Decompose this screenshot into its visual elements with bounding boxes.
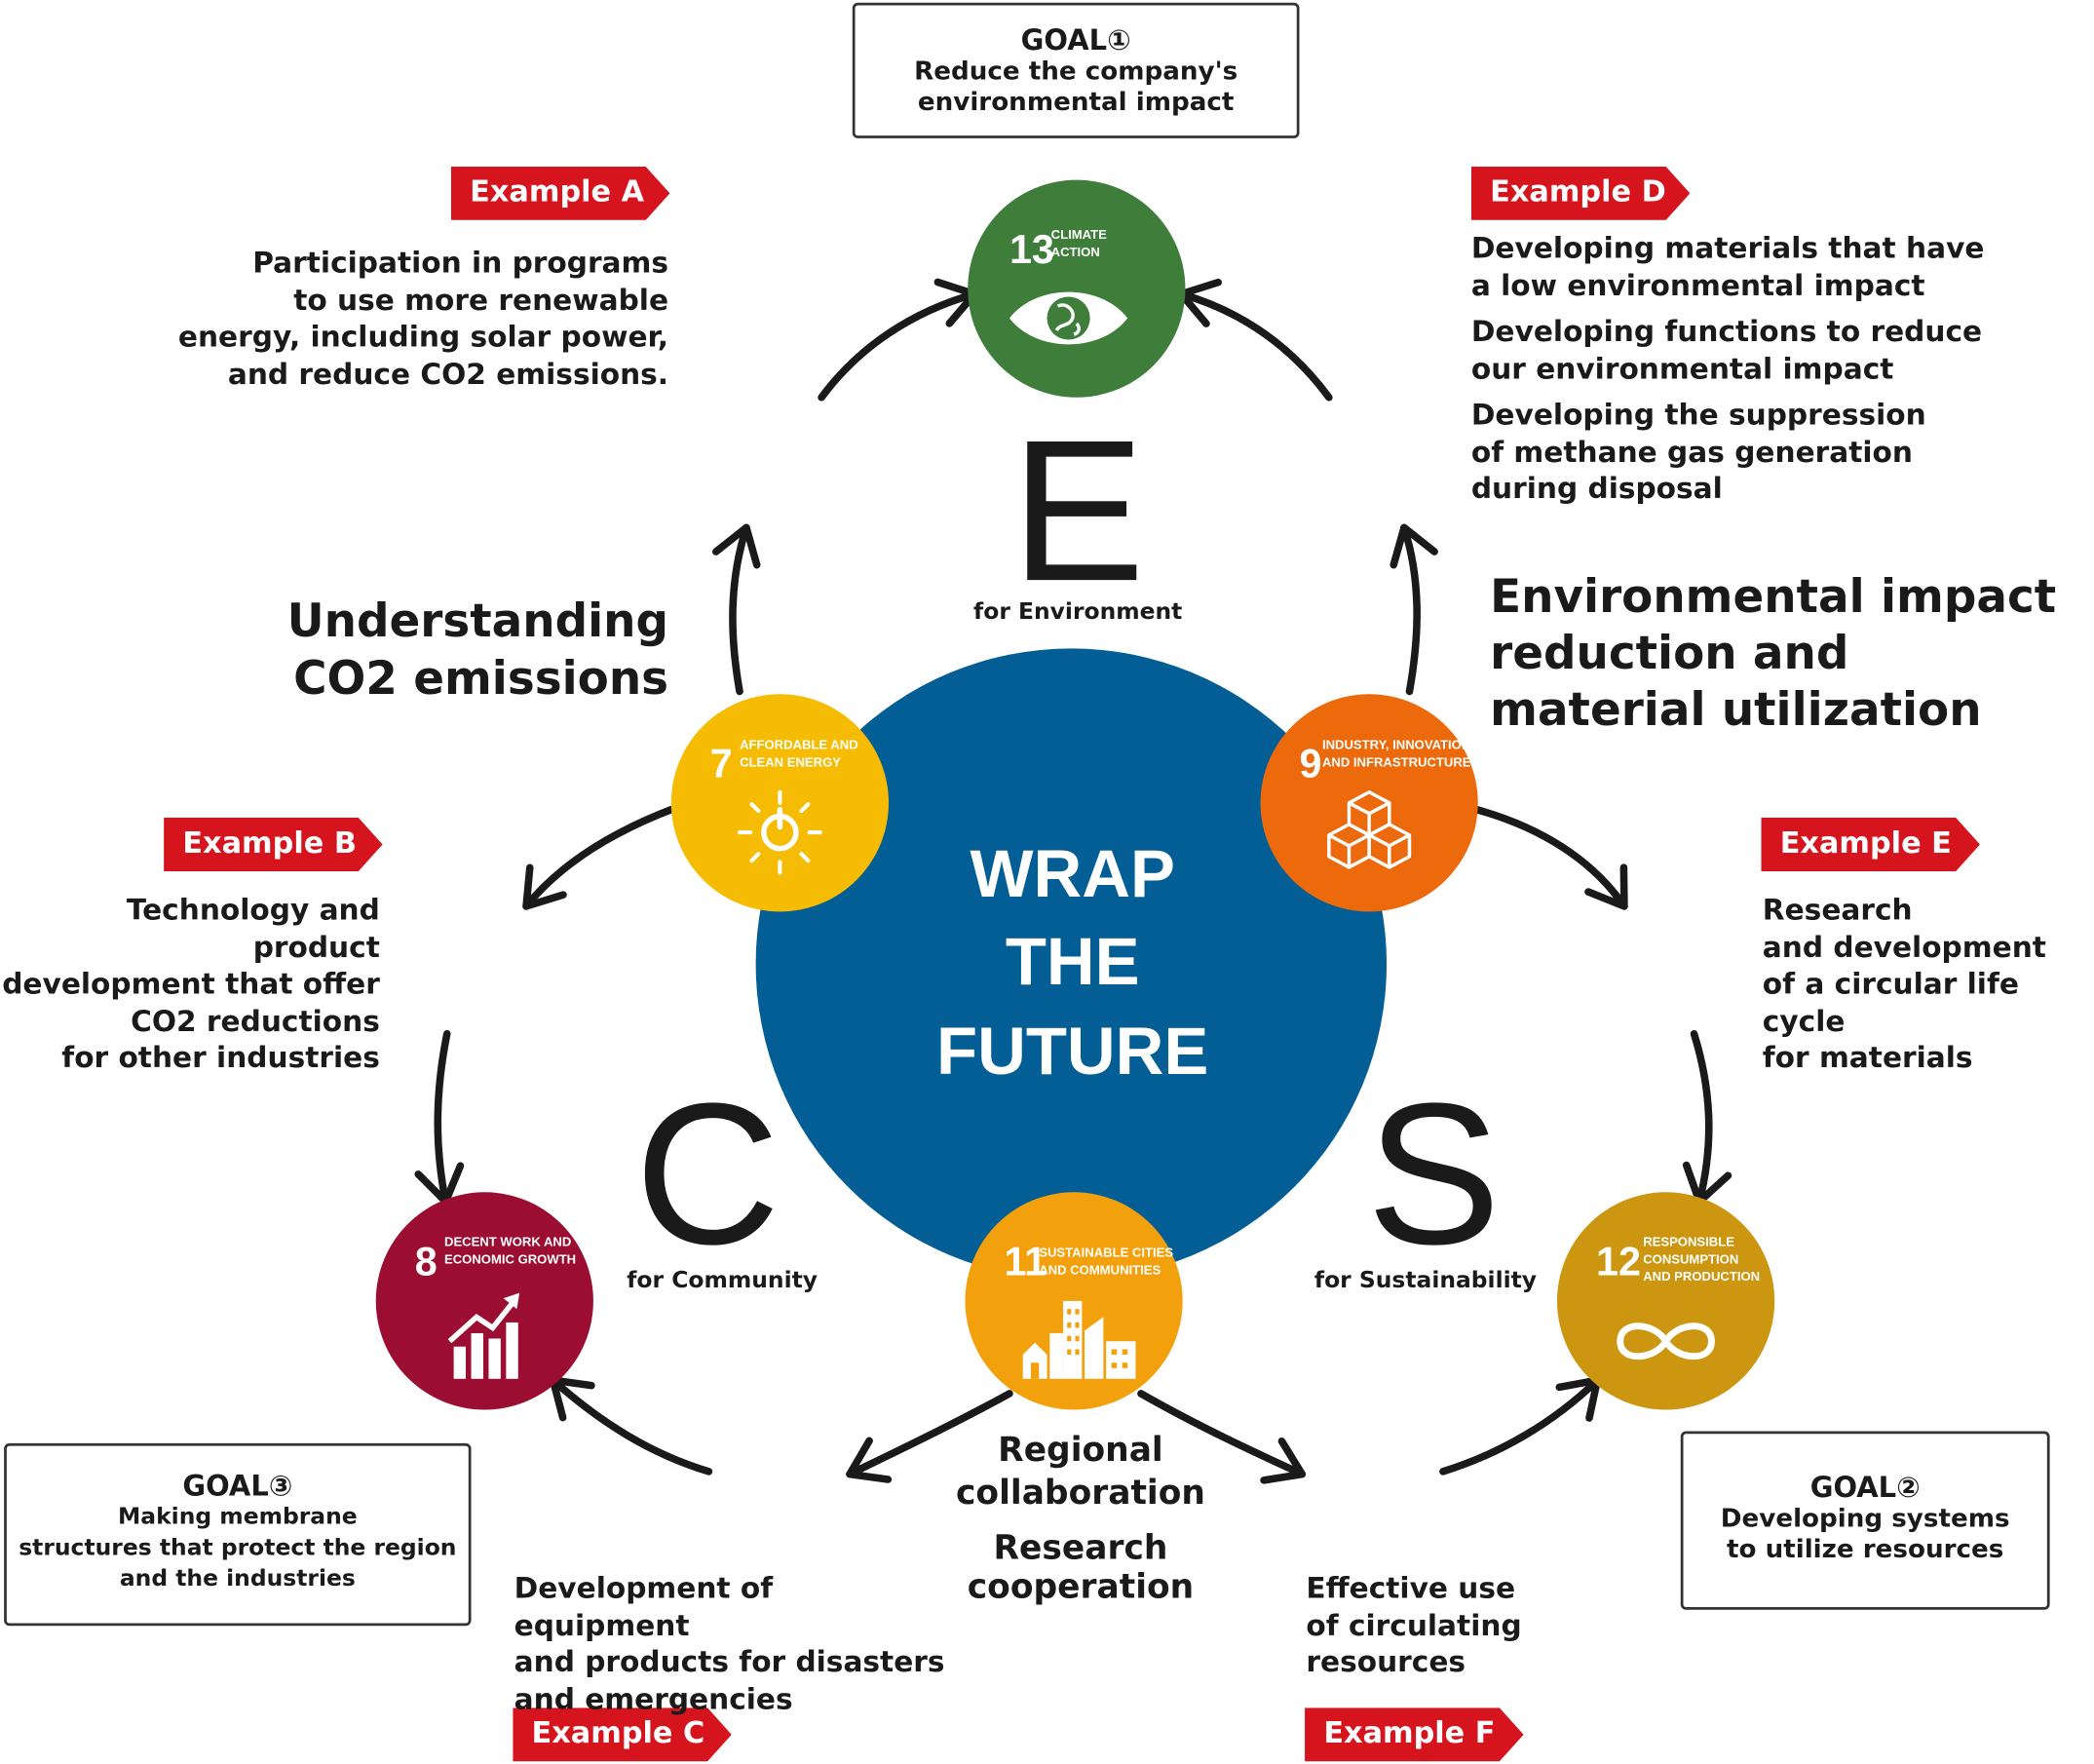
arrow-to-effective (1137, 1390, 1307, 1484)
example-c-text: Development of equipment and products fo… (514, 1572, 945, 1717)
sdg-12-label-3: AND PRODUCTION (1643, 1269, 1760, 1284)
heading-research-cooperation: Research cooperation (967, 1527, 1195, 1606)
eye-globe-icon (1009, 291, 1128, 345)
arrow-to-regional (846, 1390, 1013, 1483)
goal-2-box: GOAL② Developing systems to utilize reso… (1680, 1431, 2050, 1610)
goal-1-text: Reduce the company's environmental impac… (914, 56, 1238, 117)
letter-s-caption: for Sustainability (1314, 1266, 1537, 1293)
sdg-12-badge: 12 RESPONSIBLE CONSUMPTION AND PRODUCTIO… (1557, 1192, 1775, 1410)
sdg-8-label-1: DECENT WORK AND (444, 1234, 571, 1248)
arrow-to-sdg13-left (818, 278, 978, 402)
arrow-up-right (1390, 523, 1438, 696)
sdg-7-label-2: CLEAN ENERGY (740, 755, 841, 770)
letter-s: S (1366, 1061, 1501, 1286)
sdg-11-badge: 11 SUSTAINABLE CITIES AND COMMUNITIES (965, 1192, 1183, 1410)
heading-understanding-co2: Understanding CO2 emissions (286, 594, 669, 707)
sdg-7-badge: 7 AFFORDABLE AND CLEAN ENERGY (670, 694, 889, 912)
example-a-text: Participation in programs to use more re… (177, 247, 669, 392)
arrow-to-example-e (1472, 805, 1628, 910)
city-icon (1022, 1300, 1136, 1379)
sdg-12-label-2: CONSUMPTION (1643, 1251, 1738, 1266)
sdg-12-number: 12 (1596, 1240, 1641, 1285)
example-b-text: Technology and product development that … (2, 894, 380, 1076)
goal-1-title: GOAL① (1020, 23, 1131, 57)
sdg-13-badge: 13 CLIMATE ACTION (968, 179, 1186, 398)
example-c-tag: Example C (513, 1707, 732, 1761)
sdg-9-label-1: INDUSTRY, INNOVATION (1322, 738, 1470, 752)
goal-2-text: Developing systems to utilize resources (1720, 1503, 2010, 1564)
sdg-9-label-2: AND INFRASTRUCTURE (1322, 755, 1471, 770)
sdg-11-label-1: SUSTAINABLE CITIES (1039, 1245, 1173, 1259)
example-d-text-2: Developing functions to reduce our envir… (1470, 315, 1983, 387)
sdg-7-label-1: AFFORDABLE AND (740, 738, 858, 752)
letter-e-caption: for Environment (973, 597, 1182, 625)
sdg-13-label-2: ACTION (1051, 245, 1100, 259)
sdg-13-label-1: CLIMATE (1051, 227, 1107, 242)
heading-environmental-impact: Environmental impact reduction and mater… (1490, 570, 2057, 738)
example-e-tag: Example E (1761, 818, 1980, 871)
center-title: WRAP THE FUTURE (936, 836, 1208, 1089)
sdg-8-number: 8 (415, 1240, 438, 1285)
sdg-8-badge: 8 DECENT WORK AND ECONOMIC GROWTH (375, 1192, 593, 1410)
arrow-to-sdg12 (1439, 1376, 1602, 1476)
cycle-arrows (414, 278, 1732, 1484)
example-d-text-3: Developing the suppression of methane ga… (1470, 399, 1926, 507)
sdg-9-badge: 9 INDUSTRY, INNOVATION AND INFRASTRUCTUR… (1260, 694, 1478, 912)
letter-c-caption: for Community (627, 1266, 818, 1293)
goal-3-box: GOAL③ Making membrane structures that pr… (4, 1442, 472, 1627)
center-line-1: WRAP (971, 836, 1175, 911)
example-f-text: Effective use of circulating resources (1306, 1572, 1522, 1680)
example-d-tag: Example D (1471, 167, 1691, 220)
letter-c: C (634, 1061, 780, 1286)
example-e-text: Research and development of a circular l… (1762, 894, 2046, 1076)
sdg-7-number: 7 (710, 742, 733, 786)
center-line-3: FUTURE (936, 1014, 1208, 1089)
example-d-text-1: Developing materials that have a low env… (1470, 232, 1985, 303)
arrow-down-left (414, 1029, 465, 1206)
sdg-9-number: 9 (1300, 742, 1322, 786)
sdg-11-number: 11 (1004, 1240, 1047, 1285)
example-b-tag: Example B (164, 818, 383, 871)
sdg-11-label-2: AND COMMUNITIES (1039, 1262, 1161, 1277)
arrow-to-sdg8 (549, 1376, 713, 1476)
arrow-to-example-b (522, 805, 675, 910)
sdg-12-label-1: RESPONSIBLE (1643, 1234, 1734, 1248)
cubes-icon (1327, 790, 1412, 869)
goal-2-title: GOAL② (1809, 1471, 1921, 1504)
heading-regional-collaboration: Regional collaboration (956, 1430, 1205, 1513)
sdg-8-label-2: ECONOMIC GROWTH (444, 1251, 576, 1266)
growth-chart-icon (447, 1292, 520, 1379)
goal-3-title: GOAL③ (182, 1470, 293, 1503)
goal-1-box: GOAL① Reduce the company's environmental… (852, 2, 1300, 138)
example-f-tag: Example F (1305, 1707, 1524, 1761)
arrow-up-left (711, 523, 761, 696)
arrow-to-sdg13-right (1177, 278, 1333, 402)
power-sun-icon (737, 789, 822, 875)
example-a-tag: Example A (451, 167, 670, 220)
infinity-icon (1617, 1323, 1715, 1361)
center-line-2: THE (1006, 924, 1140, 999)
goal-3-text: Making membrane structures that protect … (19, 1503, 457, 1592)
letter-e: E (1010, 398, 1145, 623)
arrow-down-right (1682, 1029, 1732, 1206)
sdg-13-number: 13 (1009, 227, 1054, 272)
center-circle (755, 648, 1388, 1280)
